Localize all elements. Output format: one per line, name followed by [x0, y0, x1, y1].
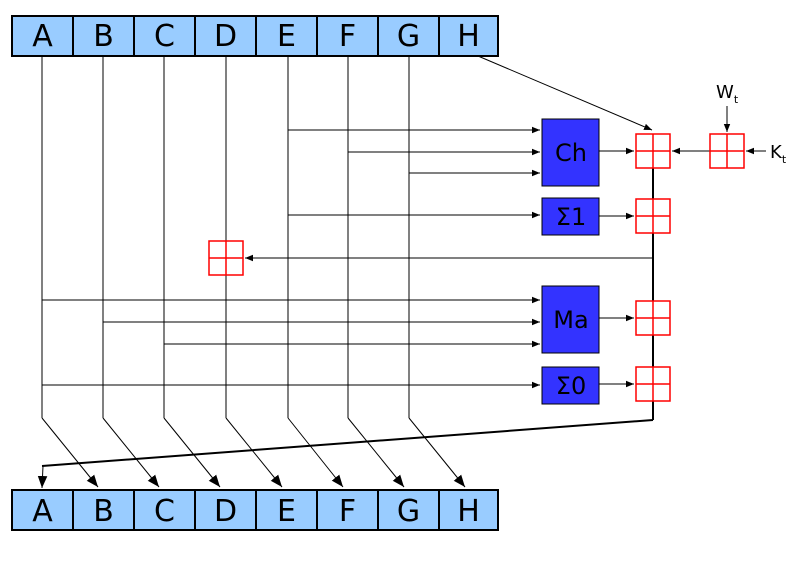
- bottom-register-e: E: [255, 489, 318, 531]
- top-register-row: A B C D E F G H: [11, 15, 499, 57]
- top-register-c: C: [133, 15, 196, 57]
- top-register-d-label: D: [214, 19, 237, 54]
- shift-g-to-h: [408, 417, 466, 488]
- top-register-e-label: E: [277, 19, 296, 54]
- input-k: Kt: [746, 142, 787, 166]
- bottom-register-c: C: [133, 489, 196, 531]
- wire-feedback-to-a: [41, 419, 654, 467]
- bottom-register-a-label: A: [32, 494, 53, 529]
- shift-e-to-f: [287, 417, 344, 488]
- top-register-g: G: [377, 15, 440, 57]
- bottom-register-g: G: [377, 489, 440, 531]
- input-w-main: W: [716, 82, 734, 103]
- bottom-register-f: F: [316, 489, 379, 531]
- top-register-f-label: F: [339, 19, 356, 54]
- adder-chain-wires: [37, 147, 710, 489]
- top-register-c-label: C: [154, 19, 175, 54]
- input-w-label: Wt: [716, 82, 739, 106]
- top-register-f: F: [316, 15, 379, 57]
- wire-h-to-adder: [477, 55, 653, 131]
- shift-c-to-d: [163, 417, 221, 488]
- bottom-register-b-label: B: [93, 494, 114, 529]
- input-w: Wt: [716, 82, 739, 132]
- adder-d-icon: [208, 240, 244, 276]
- shift-b-to-c: [102, 417, 160, 488]
- function-input-wires: [42, 126, 540, 389]
- top-register-d: D: [194, 15, 257, 57]
- adder-sigma0-icon: [635, 366, 671, 402]
- sigma0-label: Σ0: [556, 372, 586, 400]
- top-register-b: B: [72, 15, 135, 57]
- adder-h-ch-icon: [635, 133, 671, 169]
- shift-wires: [41, 417, 466, 488]
- top-register-e: E: [255, 15, 318, 57]
- adder-wk-icon: [709, 133, 745, 169]
- top-register-h-label: H: [457, 19, 480, 54]
- ma-label: Ma: [553, 306, 588, 334]
- function-output-wires: [599, 147, 634, 388]
- wire-feedback-arrow-a: [37, 465, 48, 489]
- sigma0-box: Σ0: [541, 366, 600, 405]
- ch-label: Ch: [555, 139, 587, 167]
- top-register-g-label: G: [397, 19, 420, 54]
- input-k-main: K: [770, 142, 783, 163]
- adder-ma-icon: [635, 300, 671, 336]
- bottom-register-b: B: [72, 489, 135, 531]
- bottom-register-e-label: E: [277, 494, 296, 529]
- input-k-sub: t: [782, 153, 787, 166]
- bottom-register-d: D: [194, 489, 257, 531]
- bottom-register-g-label: G: [397, 494, 420, 529]
- shift-f-to-g: [347, 417, 405, 488]
- top-register-a-label: A: [32, 19, 53, 54]
- bottom-register-h-label: H: [457, 494, 480, 529]
- input-k-label: Kt: [770, 142, 787, 166]
- shift-d-to-e: [225, 417, 283, 488]
- ch-box: Ch: [541, 118, 600, 187]
- bottom-register-row: A B C D E F G H: [11, 489, 499, 531]
- bottom-register-a: A: [11, 489, 74, 531]
- sigma1-label: Σ1: [556, 203, 586, 231]
- bottom-register-c-label: C: [154, 494, 175, 529]
- top-register-b-label: B: [93, 19, 114, 54]
- bottom-register-h: H: [438, 489, 499, 531]
- sigma1-box: Σ1: [541, 197, 600, 236]
- top-register-h: H: [438, 15, 499, 57]
- input-w-sub: t: [734, 93, 739, 106]
- ma-box: Ma: [541, 285, 600, 354]
- top-register-a: A: [11, 15, 74, 57]
- adder-sigma1-icon: [635, 198, 671, 234]
- register-wires: [41, 55, 653, 418]
- shift-a-to-b: [41, 417, 99, 488]
- bottom-register-d-label: D: [214, 494, 237, 529]
- bottom-register-f-label: F: [339, 494, 356, 529]
